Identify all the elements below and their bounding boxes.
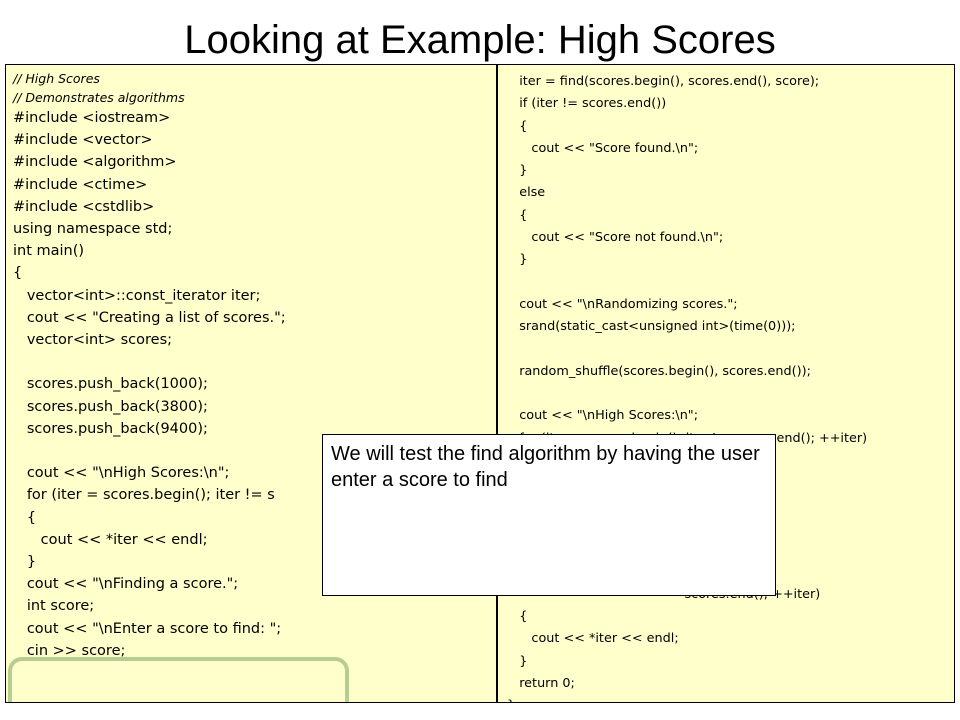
code-line: vector<int> scores;: [13, 332, 173, 349]
code-line: scores.push_back(3800);: [13, 398, 208, 415]
code-line: }: [507, 695, 867, 702]
input-code-highlight: [8, 657, 349, 702]
code-line: scores.push_back(1000);: [13, 376, 208, 393]
code-line: {: [13, 509, 37, 526]
code-line: cout << *iter << endl;: [507, 631, 679, 647]
code-line: }: [507, 653, 528, 669]
code-line: {: [507, 118, 528, 134]
code-line: cout << "Score not found.\n";: [507, 230, 724, 246]
code-line: }: [507, 252, 528, 268]
code-line: cout << "\nHigh Scores:\n";: [13, 465, 230, 482]
code-line: cout << "\nEnter a score to find: ";: [13, 620, 282, 637]
code-line: {: [13, 265, 23, 282]
slide-title: Looking at Example: High Scores: [184, 18, 776, 62]
code-line: {: [507, 207, 528, 223]
left-code-block: // High Scores // Demonstrates algorithms…: [13, 69, 286, 662]
code-line: [507, 339, 867, 361]
code-line: cout << *iter << endl;: [13, 531, 208, 548]
code-line: #include <ctime>: [13, 176, 148, 193]
code-line: scores.push_back(9400);: [13, 420, 208, 437]
code-line: #include <algorithm>: [13, 154, 177, 171]
code-line: for (iter = scores.begin(); iter != s: [13, 487, 275, 504]
code-line: else: [507, 185, 546, 201]
code-line: cout << "Creating a list of scores.";: [13, 309, 286, 326]
callout-box: We will test the find algorithm by havin…: [322, 434, 776, 596]
code-line: #include <vector>: [13, 132, 153, 149]
code-line: vector<int>::const_iterator iter;: [13, 287, 261, 304]
code-line: {: [507, 609, 528, 625]
code-line: #include <iostream>: [13, 110, 171, 126]
code-line: cout << "\nRandomizing scores.";: [507, 296, 738, 312]
code-line: [13, 440, 286, 462]
code-line: cout << "\nFinding a score.";: [13, 576, 239, 593]
code-line: cin >> score;: [13, 642, 126, 659]
code-line: if (iter != scores.end()): [507, 96, 667, 112]
code-line: cout << "Score found.\n";: [507, 140, 699, 156]
code-line: return 0;: [507, 676, 575, 692]
code-line: srand(static_cast<unsigned int>(time(0))…: [507, 319, 796, 335]
code-line: using namespace std;: [13, 221, 173, 238]
right-code-panel: iter = find(scores.begin(), scores.end()…: [497, 64, 955, 703]
code-line: // High Scores: [13, 71, 100, 86]
code-line: }: [13, 554, 37, 571]
code-line: int main(): [13, 243, 85, 260]
left-code-panel: // High Scores // Demonstrates algorithms…: [5, 64, 497, 703]
code-line: [13, 351, 286, 373]
code-line: // Demonstrates algorithms: [13, 90, 185, 105]
code-line: int score;: [13, 598, 95, 615]
code-line: random_shuffle(scores.begin(), scores.en…: [507, 363, 811, 379]
code-line: iter = find(scores.begin(), scores.end()…: [507, 74, 820, 89]
code-line: cout << "\nHigh Scores:\n";: [507, 408, 699, 424]
code-line: [507, 272, 867, 294]
code-line: [507, 383, 867, 405]
code-line: #include <cstdlib>: [13, 198, 155, 215]
code-line: }: [507, 163, 528, 179]
right-code-block: iter = find(scores.begin(), scores.end()…: [507, 71, 867, 702]
